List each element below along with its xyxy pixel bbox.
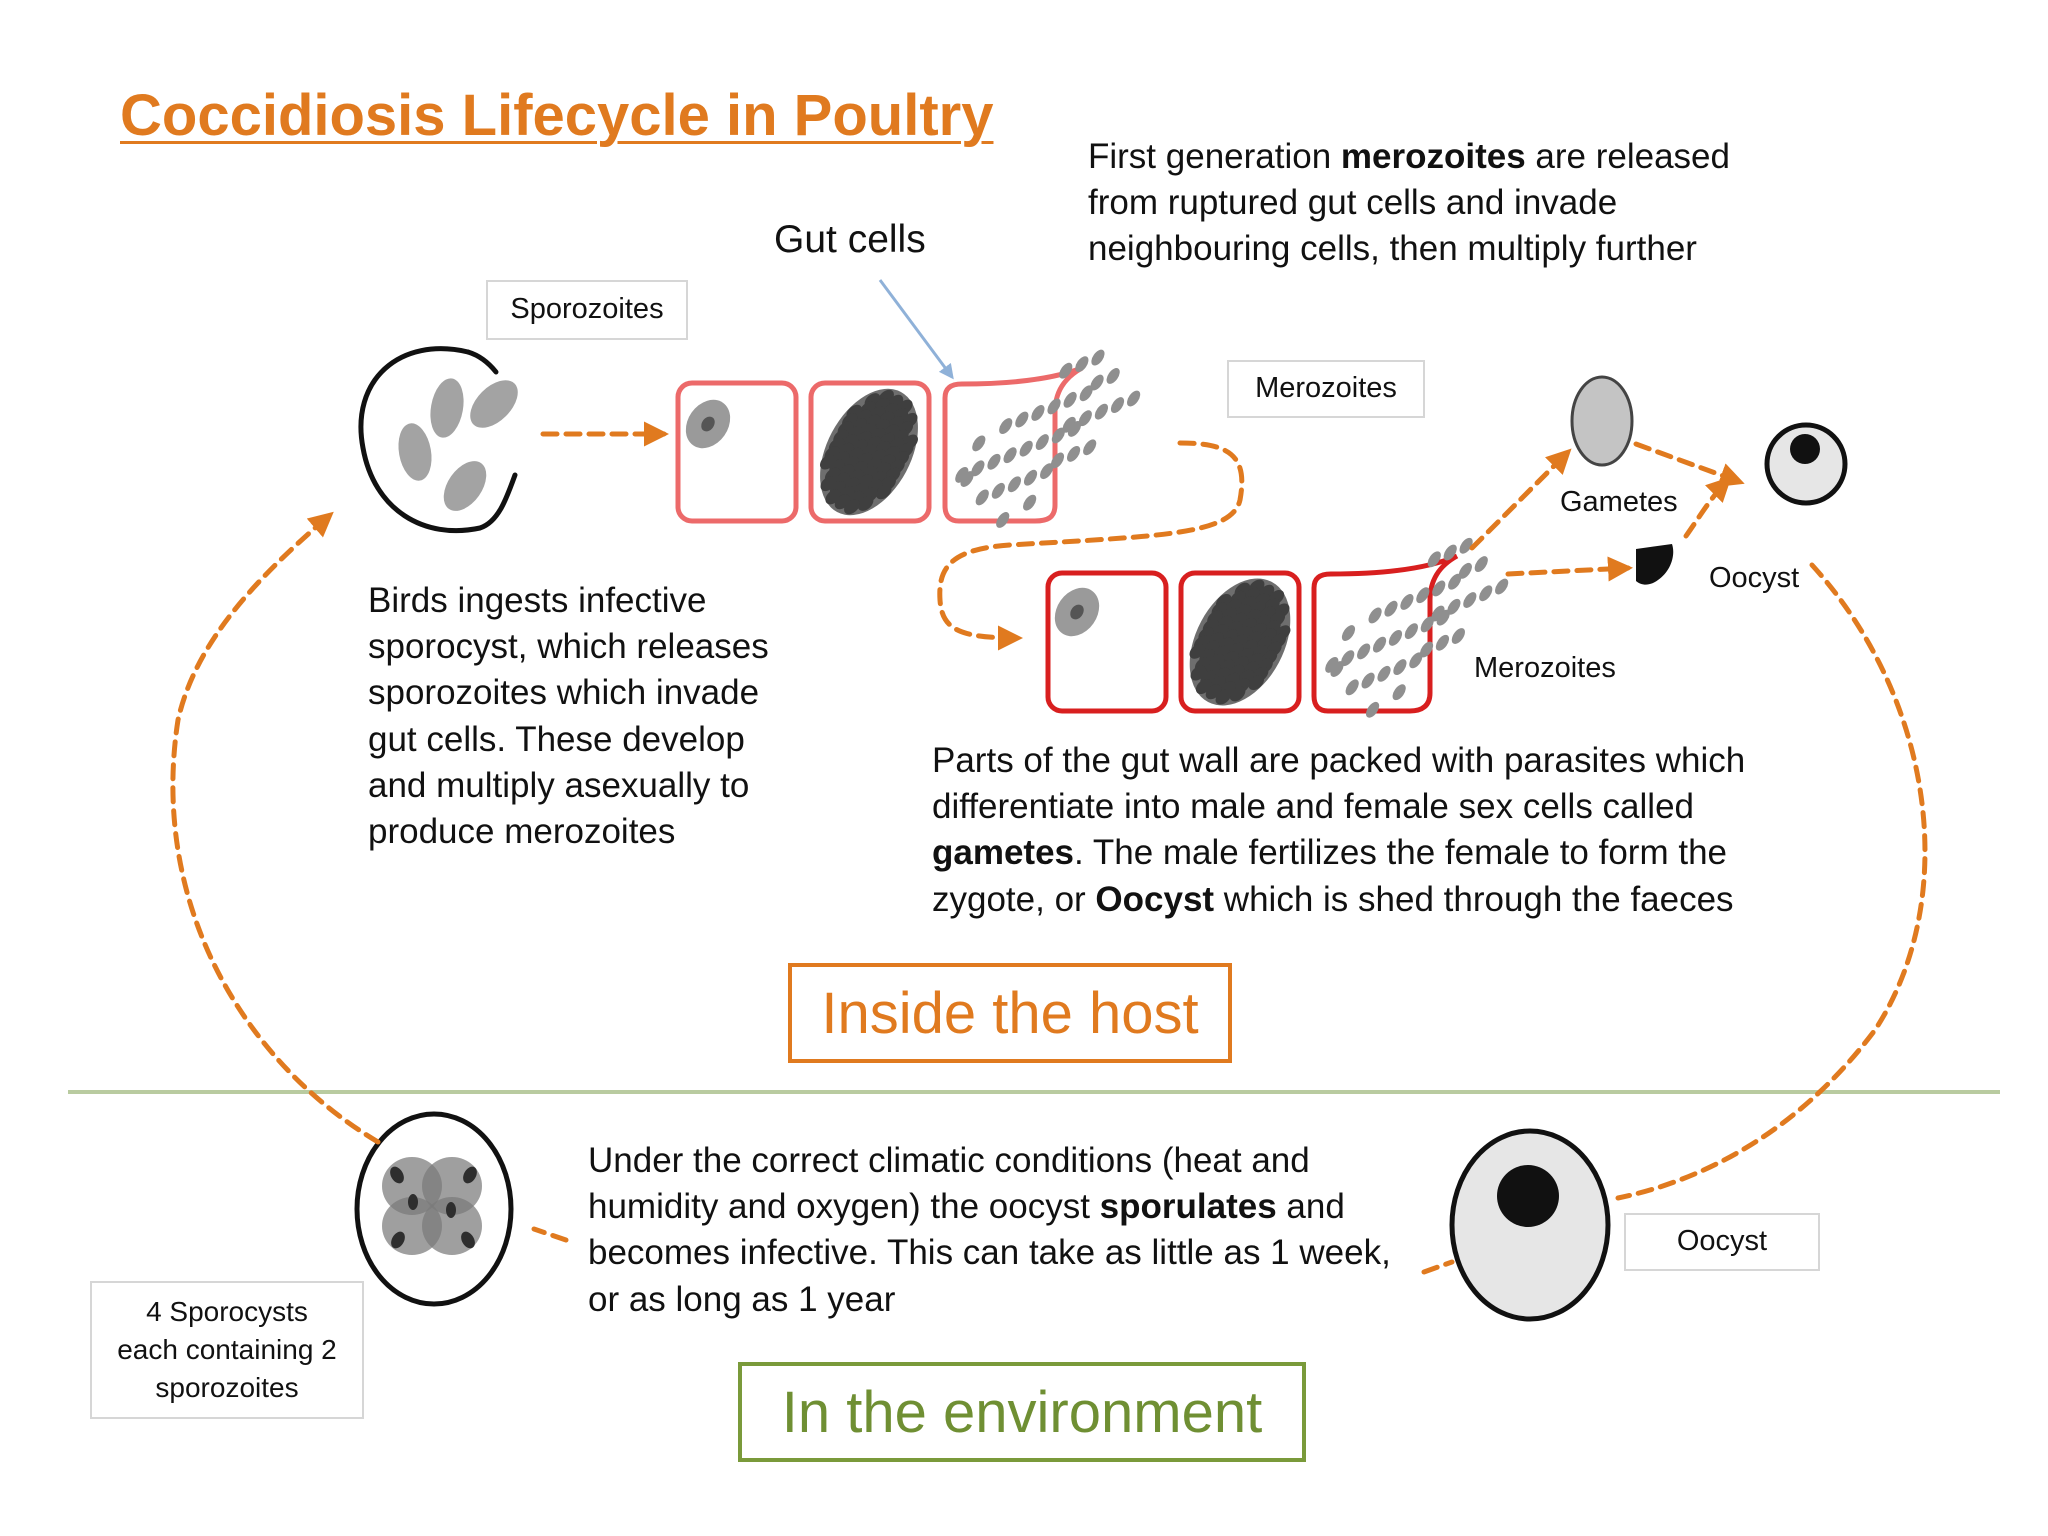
sporocyst-ingested-icon [358, 346, 518, 534]
merozoites-label-top: Merozoites [1227, 360, 1425, 418]
arrow-shed-tail [1421, 1259, 1455, 1275]
arrow-female-to-oocyst [1633, 441, 1745, 487]
sporocysts-label: 4 Sporocysts each containing 2 sporozoit… [90, 1281, 364, 1419]
arrow-sporulation [531, 1226, 569, 1243]
page-title: Coccidiosis Lifecycle in Poultry [120, 83, 994, 148]
oocyst-host-icon [1764, 422, 1848, 506]
sporulation-text: Under the correct climatic conditions (h… [588, 1141, 1391, 1319]
arrow-ingestion [170, 511, 381, 1145]
sporozoites-label: Sporozoites [486, 280, 688, 340]
arrow-oocyst-shed [1615, 562, 1928, 1201]
oocyst-host-label: Oocyst [1709, 562, 1800, 594]
lifecycle-arrows [170, 421, 1928, 1275]
gut-wall-text: Parts of the gut wall are packed with pa… [932, 741, 1746, 919]
gut-cells-pointer [878, 279, 954, 380]
merozoites-label-bottom: Merozoites [1474, 652, 1616, 684]
arrow-merozoites-reinvade [937, 440, 1245, 651]
arrow-to-female-gamete [1469, 448, 1572, 551]
gametes-label: Gametes [1560, 486, 1678, 518]
oocyst-environment-icon [1449, 1128, 1611, 1322]
gut-cells-label: Gut cells [774, 218, 926, 261]
arrow-male-to-oocyst [1683, 476, 1732, 539]
first-generation-text: First generation merozoites are released… [1088, 137, 1730, 269]
environment-zone-label: In the environment [738, 1362, 1306, 1462]
dividing-nucleus-icon [820, 389, 918, 515]
arrow-to-male-gamete [1505, 556, 1633, 582]
gut-cells-upper-row [675, 365, 1084, 524]
gamete-male-icon [1636, 544, 1674, 585]
merozoites-release-icon [955, 349, 1141, 528]
inside-host-zone-label: Inside the host [788, 963, 1232, 1063]
oocyst-environment-label: Oocyst [1624, 1213, 1820, 1271]
dividing-nucleus-icon [1189, 579, 1291, 705]
ingestion-text: Birds ingests infective sporocyst, which… [368, 581, 769, 851]
sporulated-oocyst-icon [354, 1111, 514, 1307]
merozoites-release-icon [1325, 537, 1509, 718]
gamete-female-icon [1570, 375, 1634, 467]
